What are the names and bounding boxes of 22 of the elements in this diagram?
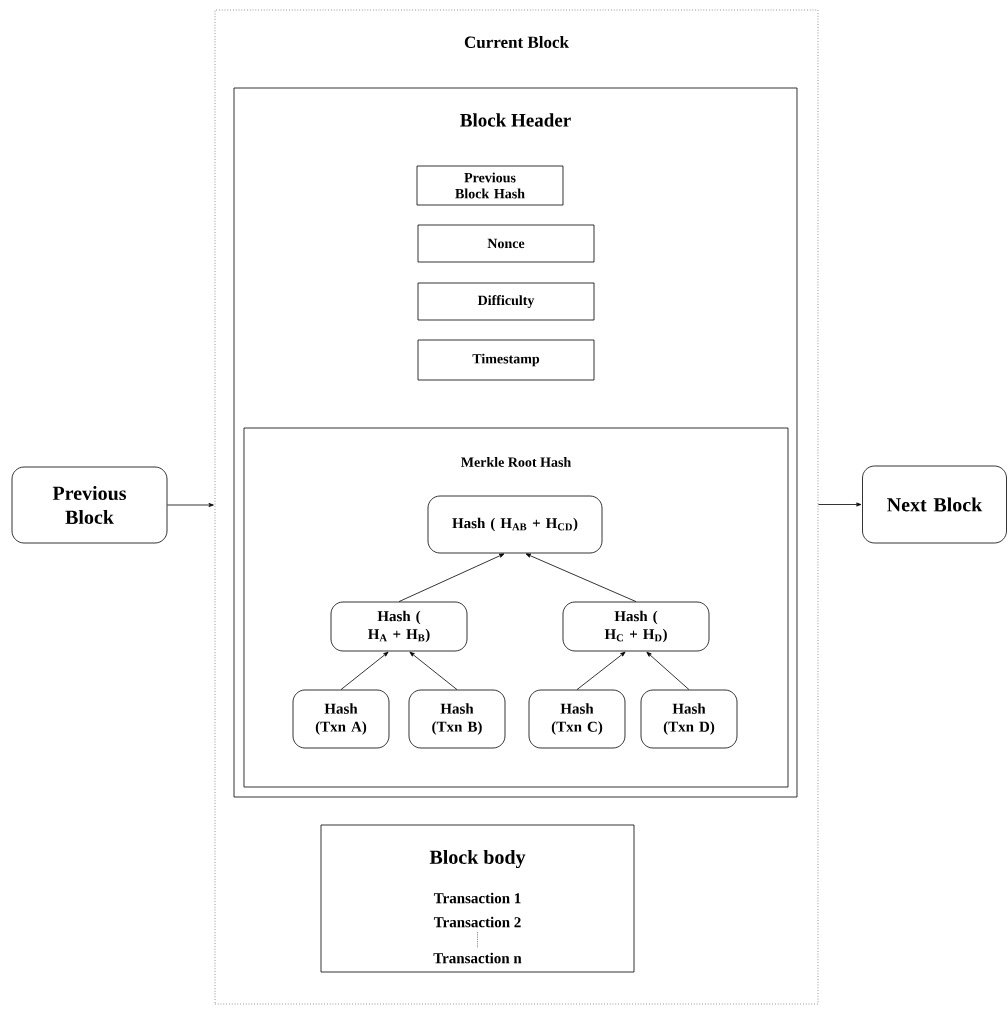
block-body-box: Block body Transaction 1 Transaction 2 Transaction n	[320, 824, 635, 973]
arrow	[167, 503, 214, 507]
arrow	[646, 651, 690, 690]
rounded-box: Hash ( H$_{C}$ + H$_{D}$)	[562, 601, 710, 652]
rounded-box: Hash (Txn B)	[408, 689, 506, 749]
box: Timestamp	[417, 339, 595, 381]
rounded-box: Previous Block	[11, 466, 168, 544]
rounded-box: Hash (Txn A)	[292, 689, 390, 749]
rounded-box: Next Block	[862, 465, 1007, 544]
arrow	[525, 553, 637, 602]
rounded-box: Hash ( H$_{AB}$ + H$_{CD}$)	[427, 495, 603, 554]
rounded-box: Hash (Txn C)	[528, 689, 626, 749]
box: Previous Block Hash	[416, 165, 564, 206]
rounded-box: Hash (Txn D)	[640, 689, 738, 749]
arrow	[340, 651, 389, 690]
rounded-box: Hash ( H$_{A}$ + H$_{B}$)	[330, 601, 468, 652]
arrow	[409, 651, 458, 690]
box: Difficulty	[417, 282, 595, 321]
arrow	[576, 651, 626, 690]
arrow	[398, 553, 505, 602]
arrow	[818, 502, 862, 507]
box: Nonce	[417, 224, 595, 263]
